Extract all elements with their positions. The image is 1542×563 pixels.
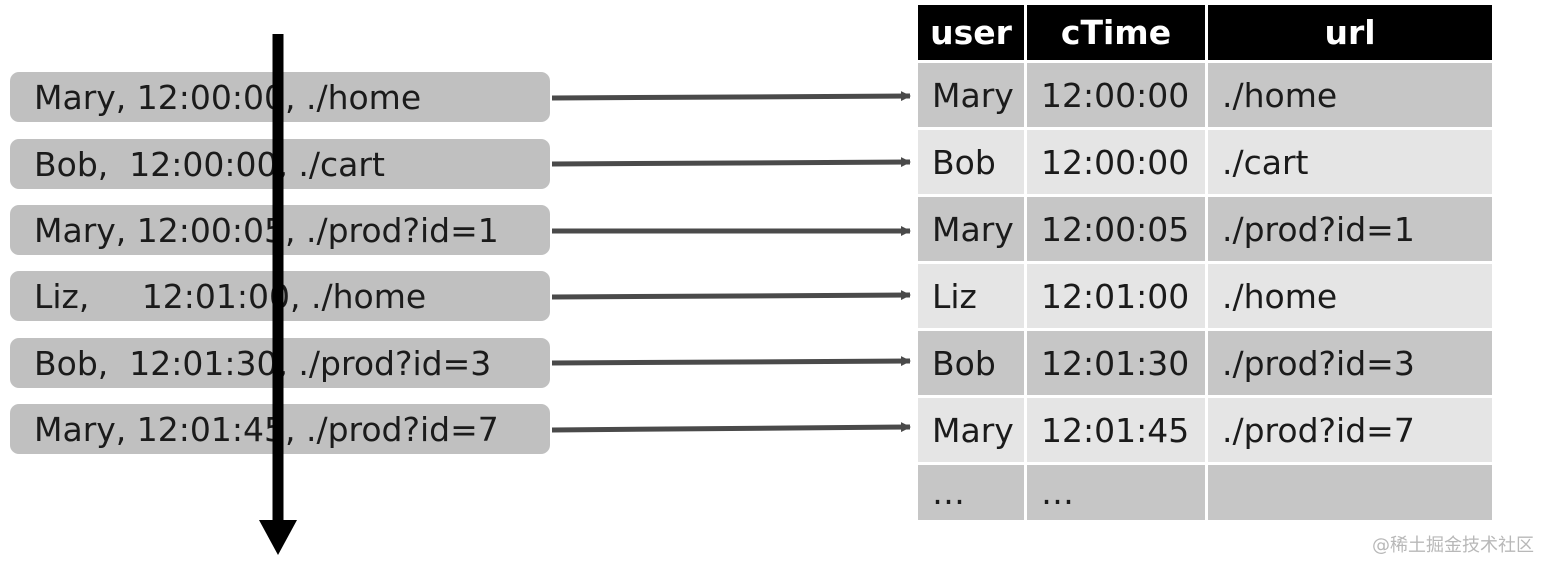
cell-url: ./cart <box>1208 130 1492 194</box>
cell-ctime: 12:00:05 <box>1027 197 1205 261</box>
cell-user: Mary <box>918 398 1024 462</box>
event-arrow <box>551 422 911 433</box>
timeline-arrowhead <box>259 520 297 555</box>
header-url: url <box>1208 5 1492 60</box>
table-row: Mary 12:00:05 ./prod?id=1 <box>918 197 1492 261</box>
table-row: Bob 12:00:00 ./cart <box>918 130 1492 194</box>
cell-user: … <box>918 465 1024 520</box>
event-text: Mary, 12:00:00, ./home <box>34 77 422 117</box>
timeline-arrow <box>259 34 297 555</box>
cell-ctime: 12:01:00 <box>1027 264 1205 328</box>
cell-user: Mary <box>918 197 1024 261</box>
event-arrow <box>551 356 911 367</box>
table-header-row: user cTime url <box>918 5 1492 60</box>
event-arrows <box>551 91 911 433</box>
cell-ctime: 12:01:30 <box>1027 331 1205 395</box>
cell-ctime: 12:00:00 <box>1027 130 1205 194</box>
watermark: @稀土掘金技术社区 <box>1372 535 1534 556</box>
cell-url: ./prod?id=7 <box>1208 398 1492 462</box>
result-table: user cTime url Mary 12:00:00 ./home Bob … <box>918 5 1492 520</box>
event-arrow <box>551 290 911 301</box>
event-text: Bob, 12:01:30, ./prod?id=3 <box>34 343 492 383</box>
table-row: Mary 12:01:45 ./prod?id=7 <box>918 398 1492 462</box>
cell-user: Bob <box>918 331 1024 395</box>
cell-url: ./home <box>1208 264 1492 328</box>
cell-ctime: 12:01:45 <box>1027 398 1205 462</box>
event-arrow <box>551 91 911 102</box>
event-arrow <box>551 157 911 168</box>
table-row: Mary 12:00:00 ./home <box>918 63 1492 127</box>
cell-user: Mary <box>918 63 1024 127</box>
event-text: Mary, 12:00:05, ./prod?id=1 <box>34 210 499 250</box>
cell-ctime: … <box>1027 465 1205 520</box>
cell-url: ./home <box>1208 63 1492 127</box>
cell-url <box>1208 465 1492 520</box>
event-text: Mary, 12:01:45, ./prod?id=7 <box>34 409 499 449</box>
cell-user: Liz <box>918 264 1024 328</box>
header-user: user <box>918 5 1024 60</box>
table-row: Bob 12:01:30 ./prod?id=3 <box>918 331 1492 395</box>
cell-url: ./prod?id=3 <box>1208 331 1492 395</box>
cell-user: Bob <box>918 130 1024 194</box>
cell-url: ./prod?id=1 <box>1208 197 1492 261</box>
table-row: … … <box>918 465 1492 520</box>
event-text: Bob, 12:00:00, ./cart <box>34 144 385 184</box>
header-ctime: cTime <box>1027 5 1205 60</box>
cell-ctime: 12:00:00 <box>1027 63 1205 127</box>
table-row: Liz 12:01:00 ./home <box>918 264 1492 328</box>
